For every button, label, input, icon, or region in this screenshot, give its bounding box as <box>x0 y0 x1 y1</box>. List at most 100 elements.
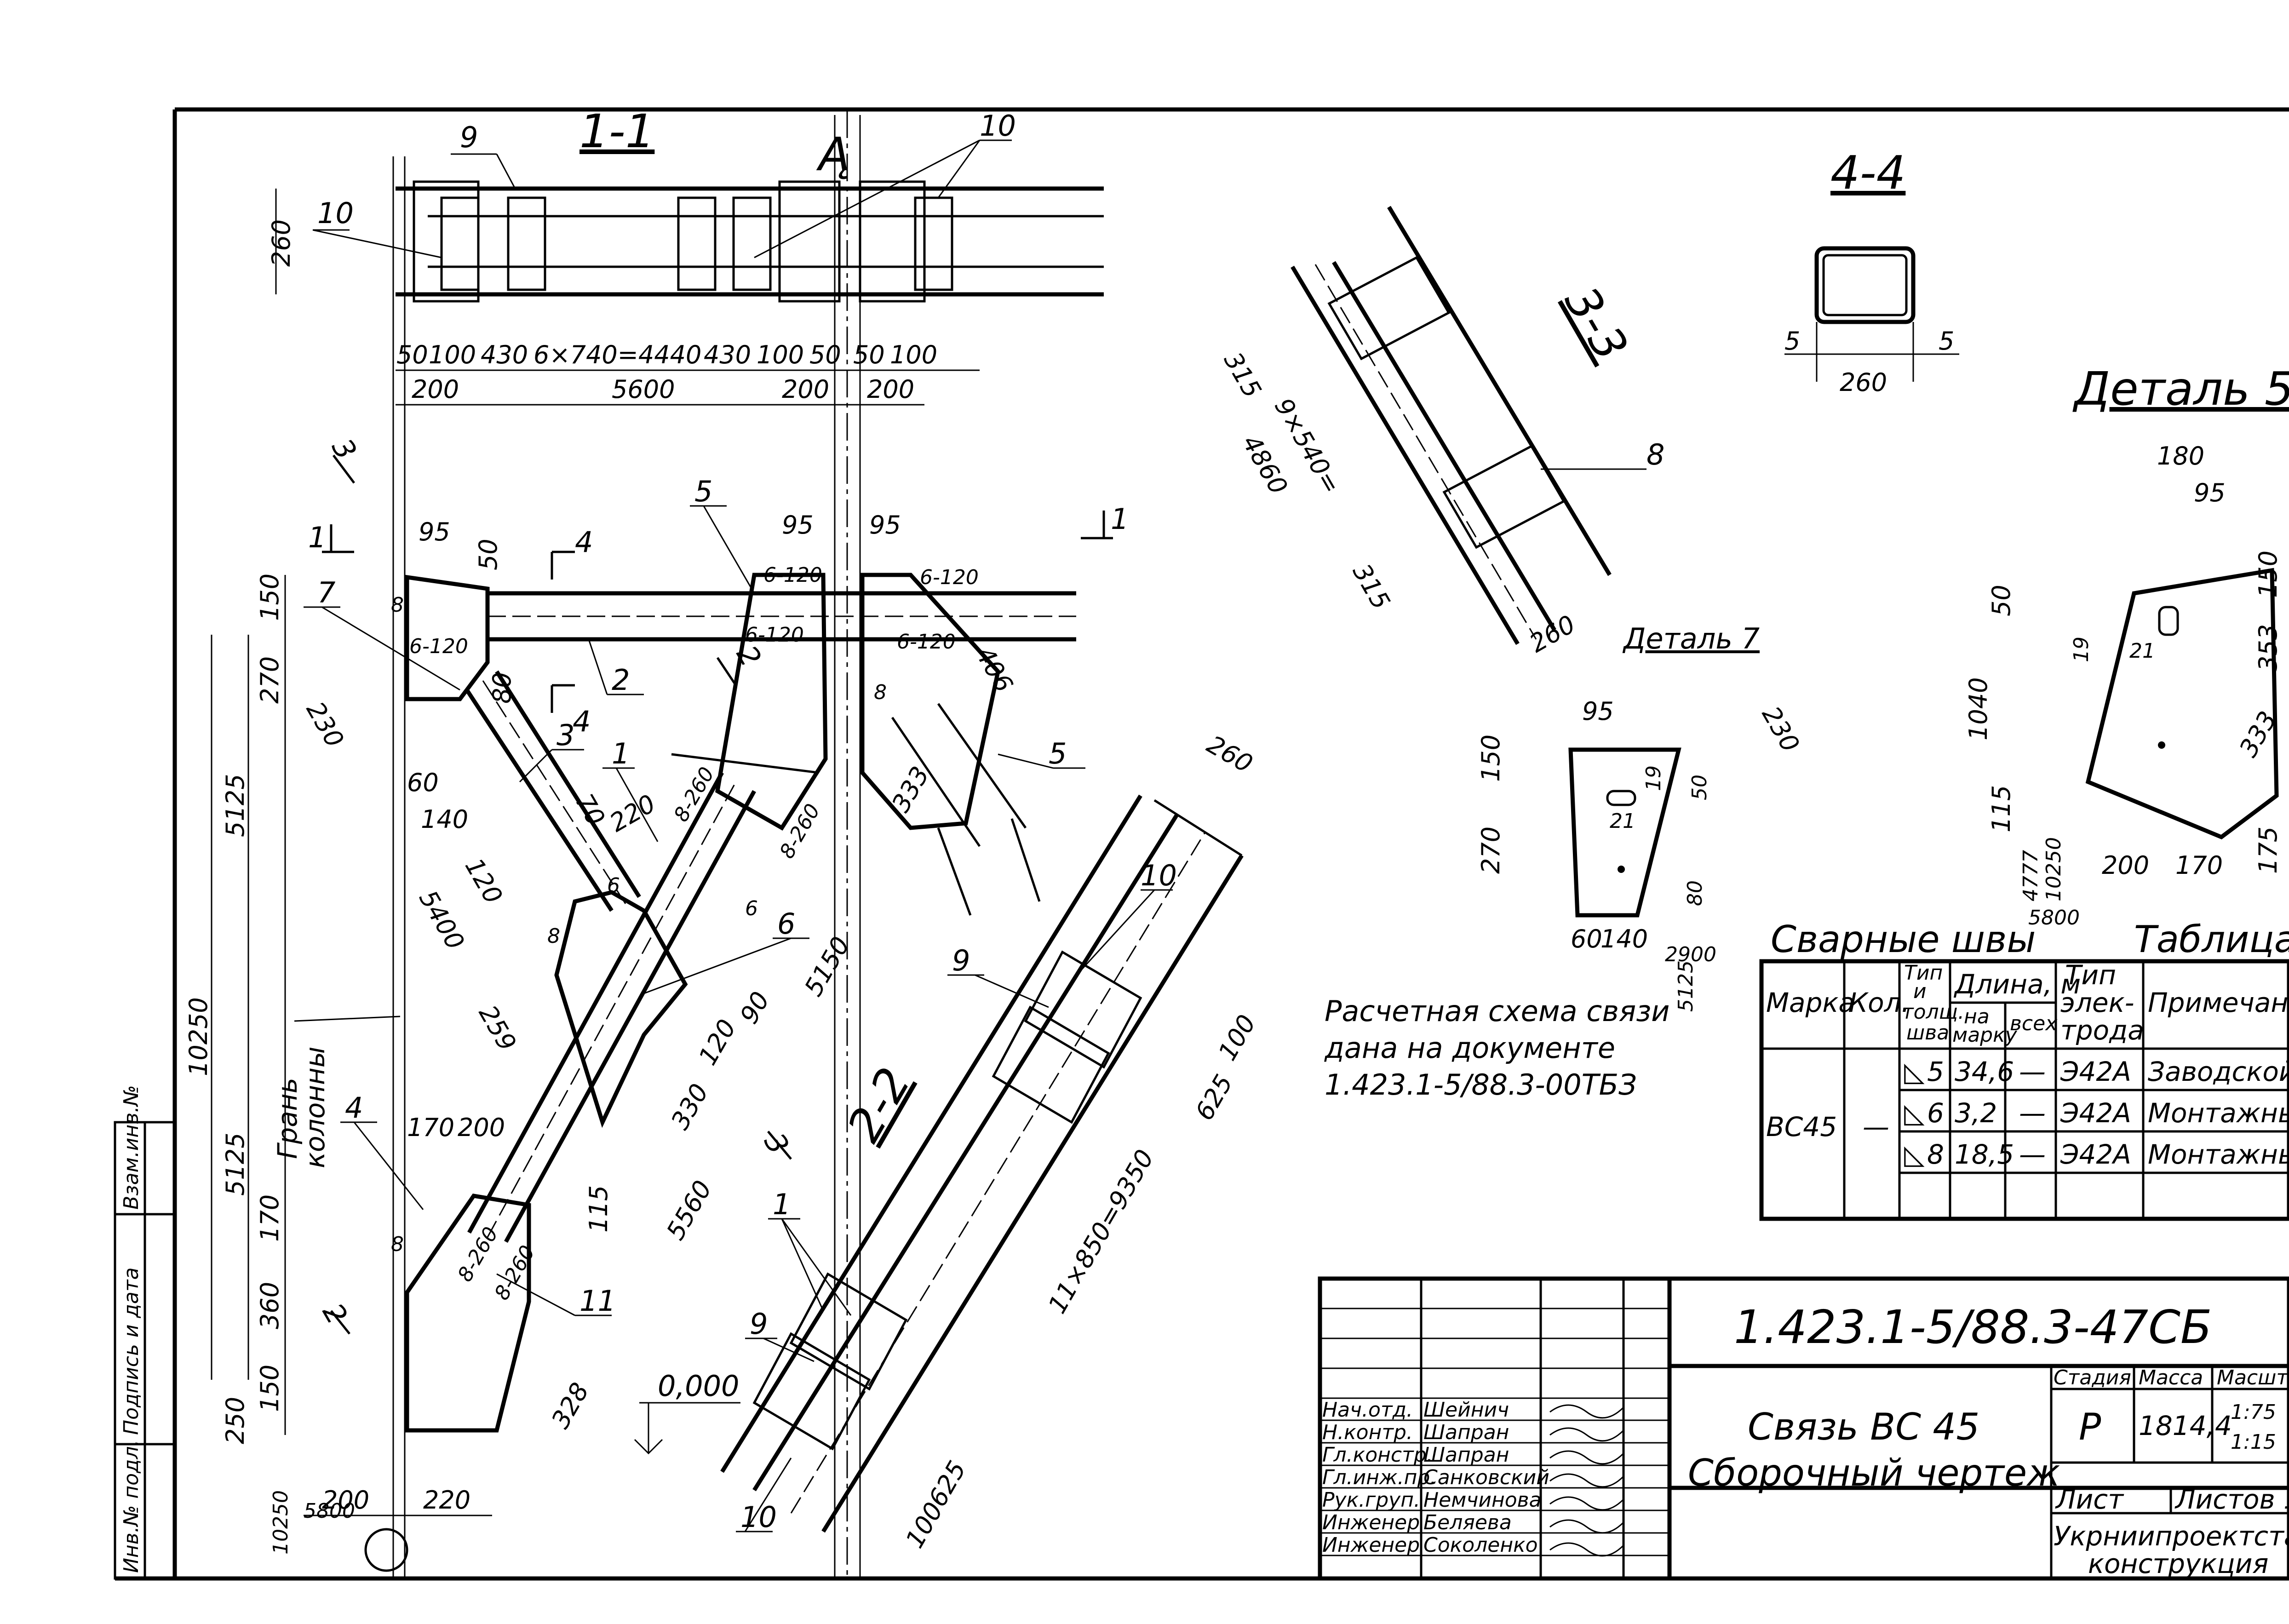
dim-120-a: 120 <box>459 853 508 909</box>
td-per-mark-3: 18,5 <box>1955 1139 2014 1170</box>
dim-5560: 5560 <box>661 1176 717 1245</box>
weld-table: Сварные швы Таблица Марка Кол. Тип и тол… <box>1759 918 2289 1221</box>
mass-header: Масса <box>2139 1366 2203 1389</box>
td-type-2: 6 <box>1927 1097 1944 1129</box>
d5-dim-150: 150 <box>2254 551 2283 598</box>
drawing-subtitle: Сборочный чертеж <box>1688 1452 2060 1494</box>
dim-259: 259 <box>473 1000 522 1056</box>
role-3: Гл.констр. <box>1322 1443 1433 1467</box>
d7-dim-150: 150 <box>1476 735 1505 782</box>
sheet-header: Лист <box>2055 1484 2124 1515</box>
section-2-2: 2-2 260 100 625 11×850=9350 625 100 10 9… <box>720 730 1262 1553</box>
title-block: 1.423.1-5/88.3-47СБ Связь ВС 45 Сборочны… <box>1318 1276 2289 1581</box>
dim-5125-upper: 5125 <box>221 774 250 837</box>
marker-10-top-right: 10 <box>980 109 1016 143</box>
dim-220-bottom: 220 <box>423 1486 470 1515</box>
s33-dim-315-b: 315 <box>1347 559 1396 614</box>
org-line-1: Укрниипроектстал <box>2054 1521 2289 1552</box>
role-1: Нач.отд. <box>1322 1398 1413 1422</box>
td-note-2: Монтажны <box>2148 1097 2289 1129</box>
dim-170: 170 <box>255 1194 284 1242</box>
stamp-sign-date: Подпись и дата <box>120 1268 143 1435</box>
dim-row2-200b: 200 <box>782 375 829 404</box>
name-5: Немчинова <box>1423 1488 1542 1512</box>
weld-leg-d: 6 <box>607 874 620 897</box>
weld-table-label: Таблица <box>2134 918 2289 961</box>
dim-row1-430b: 430 <box>704 340 751 369</box>
detail-5: Деталь 5 180 95 50 150 19 21 353 1040 33… <box>1964 362 2289 930</box>
s33-marker-8: 8 <box>1646 438 1664 471</box>
section-4-4: 4-4 5 5 260 <box>1784 146 1959 397</box>
d5-dim-115: 115 <box>1987 785 2016 832</box>
org-line-2: конструкция <box>2088 1548 2268 1579</box>
d7-dim-80: 80 <box>1683 880 1707 906</box>
weld-6-120-c: 6-120 <box>920 566 979 589</box>
d5-dim-95: 95 <box>2194 478 2226 507</box>
d5-slope-2: 10250 <box>2042 837 2065 901</box>
dim-80: 80 <box>488 672 516 704</box>
d7-dim-140: 140 <box>1601 924 1648 953</box>
s33-dim-4860: 4860 <box>1237 430 1293 499</box>
th-type-4: шва <box>1906 1021 1949 1044</box>
section-mark-3-bottom: 3 <box>757 1127 796 1160</box>
th-per-mark-2: марку <box>1952 1023 2018 1047</box>
slope-a-2: 10250 <box>269 1490 293 1555</box>
dim-140: 140 <box>421 805 468 834</box>
dim-120-b: 120 <box>693 1015 742 1070</box>
s22-dim-260: 260 <box>1202 730 1258 779</box>
section-4-4-title: 4-4 <box>1830 146 1905 200</box>
dim-90: 90 <box>734 987 775 1028</box>
name-7: Соколенко <box>1423 1533 1538 1557</box>
dim-328: 328 <box>546 1378 595 1434</box>
marker-11: 11 <box>579 1284 616 1318</box>
main-elevation: Грань колонны 10250 5125 5125 150 270 17… <box>184 433 1129 1572</box>
weld-6-120-b: 6-120 <box>745 623 804 647</box>
marker-1-main: 1 <box>612 737 630 770</box>
dim-5400: 5400 <box>413 885 470 955</box>
section-mark-3-top: 3 <box>325 433 363 465</box>
side-stamp: Инв.№ подл. Подпись и дата Взам.инв.№ <box>114 1085 176 1580</box>
weld-6-120-a: 6-120 <box>763 563 822 587</box>
dim-row1-100b: 100 <box>757 340 804 369</box>
note-line-2: дана на документе <box>1324 1031 1615 1065</box>
s22-marker-9-bottom: 9 <box>750 1307 768 1341</box>
detail-5-title: Деталь 5 <box>2072 362 2289 416</box>
dim-10250: 10250 <box>184 997 213 1076</box>
dim-row1-100a: 100 <box>429 340 476 369</box>
d5-dim-175: 175 <box>2254 826 2283 874</box>
level-0000: 0,000 <box>658 1369 740 1403</box>
section-mark-1-right: 1 <box>1111 502 1129 536</box>
weld-leg-e: 6 <box>745 897 758 920</box>
d5-slope-1: 4777 <box>2019 850 2042 901</box>
dim-95-a: 95 <box>419 517 450 546</box>
s22-dim-11x850: 11×850=9350 <box>1043 1145 1159 1319</box>
d7-slope-1: 2900 <box>1665 943 1716 966</box>
d7-dim-230: 230 <box>1756 701 1805 757</box>
th-length: Длина, м <box>1953 969 2081 1000</box>
dim-200-b: 200 <box>458 1113 505 1142</box>
name-2: Шапран <box>1423 1421 1509 1444</box>
role-7: Инженер <box>1322 1533 1420 1557</box>
section-3-3-title: 3-3 <box>1554 278 1638 370</box>
name-3: Шапран <box>1423 1443 1509 1467</box>
role-4: Гл.инж.пр. <box>1322 1466 1436 1489</box>
dim-250: 250 <box>221 1397 250 1444</box>
name-1: Шейнич <box>1423 1398 1509 1422</box>
td-qty: — <box>1863 1111 1889 1142</box>
weld-8-260-c: 8-260 <box>453 1223 503 1285</box>
dim-row2-200c: 200 <box>867 375 914 404</box>
mass-value: 1814,4 <box>2139 1410 2232 1441</box>
dim-230: 230 <box>301 697 350 752</box>
marker-4: 4 <box>345 1091 363 1125</box>
sheet-frame <box>115 107 2289 1581</box>
section-1-1: 1-1 Ą 9 10 10 260 <box>267 104 1104 1578</box>
drawing-name: Связь ВС 45 <box>1748 1406 1979 1448</box>
column-face-1: Грань <box>272 1078 303 1159</box>
d5-dim-180: 180 <box>2157 442 2204 471</box>
marker-2: 2 <box>612 663 630 697</box>
th-electrode-3: трода <box>2060 1015 2144 1046</box>
doc-code: 1.423.1-5/88.3-47СБ <box>1734 1300 2212 1354</box>
dim-60: 60 <box>407 768 439 797</box>
d7-dim-60: 60 <box>1571 924 1602 953</box>
